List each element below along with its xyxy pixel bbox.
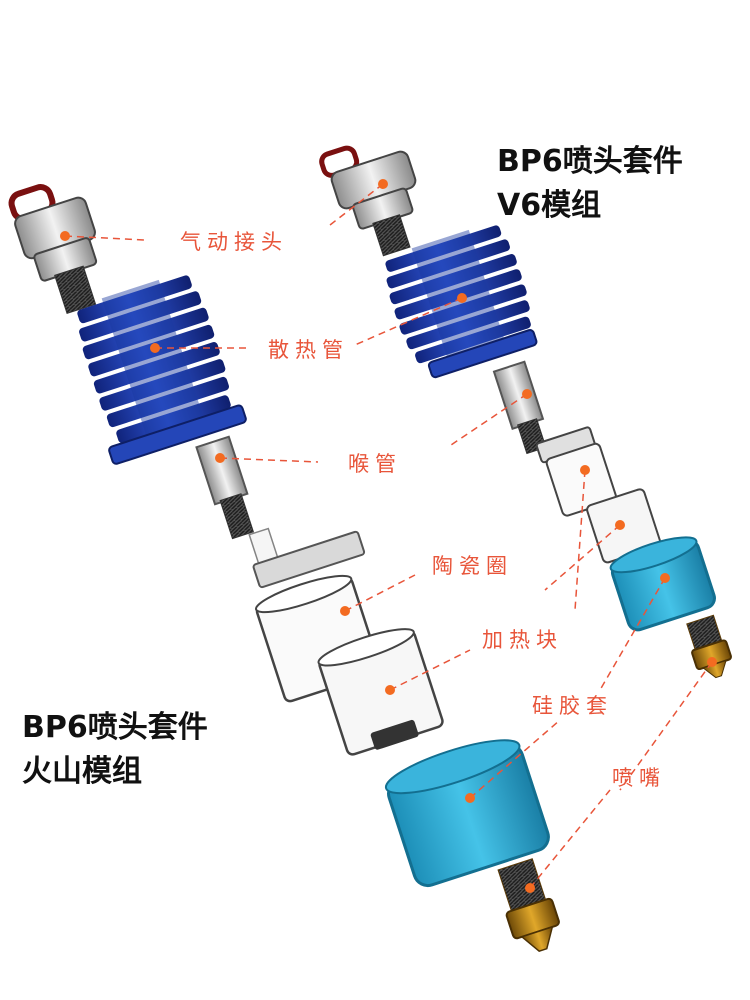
leader-line — [619, 661, 713, 791]
callout-dot — [385, 685, 395, 695]
leader-line — [389, 649, 471, 691]
leader-line — [469, 719, 561, 799]
v6-nozzle — [686, 614, 732, 679]
leader-line — [599, 577, 666, 691]
callout-dot — [150, 343, 160, 353]
callout-dot — [457, 293, 467, 303]
leader-line — [544, 524, 621, 591]
callout-dot — [522, 389, 532, 399]
label-heatsink: 散热管 — [268, 338, 349, 362]
volcano-throat — [195, 435, 255, 540]
leader-line — [219, 457, 319, 463]
leader-lines — [64, 183, 713, 889]
leader-line — [447, 393, 528, 448]
volcano-title-line2: 火山模组 — [22, 754, 142, 789]
callout-dot — [215, 453, 225, 463]
label-throat: 喉管 — [348, 452, 402, 476]
volcano-ceramic-ring — [248, 527, 366, 589]
callout-dot — [707, 657, 717, 667]
volcano-heatsink — [77, 275, 247, 465]
label-heater-block: 加热块 — [482, 628, 563, 652]
label-ceramic-ring: 陶瓷圈 — [432, 554, 513, 578]
leader-line — [354, 297, 463, 346]
volcano-title-line1: BP6喷头套件 — [22, 710, 208, 745]
v6-title-line1: BP6喷头套件 — [497, 144, 683, 179]
leader-line — [64, 235, 146, 241]
label-nozzle: 喷嘴 — [612, 766, 666, 790]
volcano-assembly — [8, 184, 560, 953]
callout-dots — [60, 179, 717, 893]
volcano-heater-block — [254, 574, 444, 756]
volcano-silicone-sock — [384, 739, 550, 888]
leader-line — [344, 574, 416, 612]
callout-dot — [525, 883, 535, 893]
callout-dot — [660, 573, 670, 583]
callout-dot — [340, 606, 350, 616]
v6-title-line2: V6模组 — [497, 188, 602, 223]
v6-silicone-sock — [609, 536, 716, 632]
v6-assembly — [319, 145, 732, 679]
label-silicone-sock: 硅胶套 — [532, 694, 613, 718]
callout-dot — [580, 465, 590, 475]
volcano-pneumatic-fitting — [8, 184, 98, 315]
v6-pneumatic-fitting — [319, 145, 417, 257]
callout-dot — [465, 793, 475, 803]
callout-dot — [615, 520, 625, 530]
callout-dot — [378, 179, 388, 189]
label-pneumatic-fitting: 气动接头 — [180, 230, 288, 254]
callout-dot — [60, 231, 70, 241]
leader-line — [529, 789, 611, 889]
volcano-nozzle — [497, 858, 560, 953]
